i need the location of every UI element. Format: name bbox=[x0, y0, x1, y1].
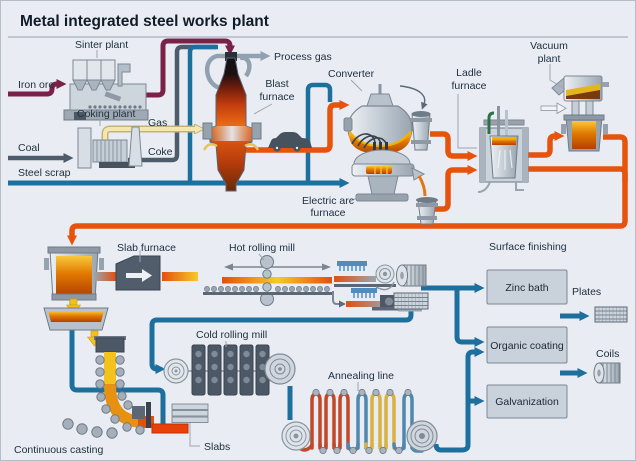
cast-slab bbox=[151, 423, 189, 434]
converter-label: Converter bbox=[328, 68, 375, 80]
hot-metal-to-converter-line bbox=[240, 100, 350, 153]
sinter-duct bbox=[117, 63, 131, 87]
slab-furnace-icon bbox=[94, 255, 198, 291]
annealing-rollers bbox=[312, 388, 412, 455]
eaf-to-ladle-furnace-line bbox=[435, 165, 478, 212]
organic-coating-label: Organic coating bbox=[490, 340, 564, 352]
annealing-exit-coil bbox=[406, 420, 438, 452]
annealing-line-label: Annealing line bbox=[328, 370, 394, 382]
eaf-label-1: Electric arc bbox=[302, 195, 354, 207]
gas-label: Gas bbox=[148, 117, 167, 129]
mill-stands bbox=[191, 344, 270, 396]
gas-recycle-line bbox=[187, 44, 218, 183]
labels: Iron ore Sinter plant Process gas Blast … bbox=[14, 39, 619, 456]
cold-rolling-mill-label: Cold rolling mill bbox=[196, 329, 267, 341]
iron-ore-label: Iron ore bbox=[18, 79, 54, 91]
page-title: Metal integrated steel works plant bbox=[20, 13, 269, 30]
cooling-spray bbox=[353, 293, 375, 298]
annealing-to-organic-coating-line bbox=[433, 347, 485, 453]
sinter-to-blast-furnace-line bbox=[140, 38, 235, 98]
hot-plate-to-cold-mill-line bbox=[149, 310, 414, 374]
vacuum-plant-label-2: plant bbox=[538, 53, 561, 65]
hot-coil-icon bbox=[396, 264, 427, 287]
scrap-to-converter-line bbox=[305, 82, 333, 183]
cooling-spray bbox=[339, 266, 365, 271]
liquid-steel-to-casting-line bbox=[67, 134, 628, 246]
cold-rolling-mill-icon bbox=[163, 344, 296, 396]
coking-plant-label: Coking plant bbox=[77, 108, 135, 120]
converter-pour-arrow bbox=[399, 85, 428, 110]
coal-label: Coal bbox=[18, 142, 40, 154]
continuous-caster bbox=[43, 246, 189, 439]
flow-lines-top bbox=[8, 38, 628, 246]
zinc-bath-box: Zinc bath bbox=[486, 269, 568, 305]
ladle-furnace-label-2: furnace bbox=[451, 80, 486, 92]
ladle-furnace-icon bbox=[477, 106, 529, 193]
blast-furnace-icon bbox=[202, 52, 262, 192]
uncoiler bbox=[163, 358, 189, 384]
iron-ore-line bbox=[8, 79, 67, 97]
eaf-ladle-icon bbox=[416, 197, 438, 225]
sinter-plant-label: Sinter plant bbox=[75, 39, 128, 51]
coils-label: Coils bbox=[596, 348, 619, 360]
vacuum-arrow-head bbox=[556, 102, 567, 115]
lf-green-pipe bbox=[487, 111, 495, 134]
downcoiler-arrow bbox=[332, 291, 346, 308]
slabs-label: Slabs bbox=[204, 441, 230, 453]
sinter-plant-icon bbox=[63, 59, 149, 121]
galvanization-box: Galvanization bbox=[486, 384, 568, 419]
torpedo-car-icon bbox=[268, 132, 312, 152]
eaf-label-2: furnace bbox=[310, 207, 345, 219]
upcoiler bbox=[375, 264, 395, 291]
galvanization-label: Galvanization bbox=[495, 396, 559, 408]
coking-plant-icon bbox=[77, 126, 143, 169]
electric-arc-furnace-icon bbox=[351, 133, 427, 202]
continuous-casting-label: Continuous casting bbox=[14, 444, 103, 456]
vacuum-arrow-shaft bbox=[540, 105, 558, 111]
organic-coating-box: Organic coating bbox=[486, 326, 568, 364]
vacuum-plant-icon bbox=[540, 75, 609, 152]
process-gas-label: Process gas bbox=[274, 51, 332, 63]
coke-label: Coke bbox=[148, 146, 173, 158]
roller-table bbox=[204, 286, 330, 292]
slab-furnace-label: Slab furnace bbox=[117, 242, 176, 254]
surface-finishing-label: Surface finishing bbox=[489, 241, 567, 253]
coke-line bbox=[128, 44, 216, 163]
blast-furnace-label-2: furnace bbox=[259, 91, 294, 103]
plates-icon bbox=[594, 306, 628, 323]
plates-label: Plates bbox=[572, 286, 601, 298]
coil-to-organic-coating-line bbox=[454, 288, 485, 347]
process-gas-pipe-left bbox=[205, 53, 234, 91]
tuyere-left bbox=[202, 142, 218, 151]
hot-rolling-mill-label: Hot rolling mill bbox=[229, 242, 295, 254]
annealing-entry-coil bbox=[281, 421, 311, 451]
zinc-bath-label: Zinc bath bbox=[505, 282, 548, 294]
converter-to-ladle-furnace-line bbox=[430, 131, 478, 161]
tuyere-right bbox=[244, 142, 260, 151]
slabs-icon bbox=[171, 403, 209, 423]
hot-rolling-mill-icon bbox=[203, 255, 422, 312]
hot-plates-icon bbox=[393, 292, 429, 310]
coke-gas-line bbox=[103, 127, 196, 146]
blast-furnace-label-1: Blast bbox=[265, 78, 288, 90]
coils-icon bbox=[593, 362, 621, 384]
steel-scrap-label: Steel scrap bbox=[18, 167, 71, 179]
steel-ladle-icon bbox=[410, 111, 432, 151]
ladle-furnace-to-vacuum-line bbox=[528, 131, 565, 158]
vacuum-plant-label-1: Vacuum bbox=[530, 40, 568, 52]
ladle-furnace-label-1: Ladle bbox=[456, 67, 482, 79]
label-leaders bbox=[96, 50, 566, 447]
caster-rollers bbox=[62, 355, 145, 439]
recoiler bbox=[264, 353, 296, 385]
